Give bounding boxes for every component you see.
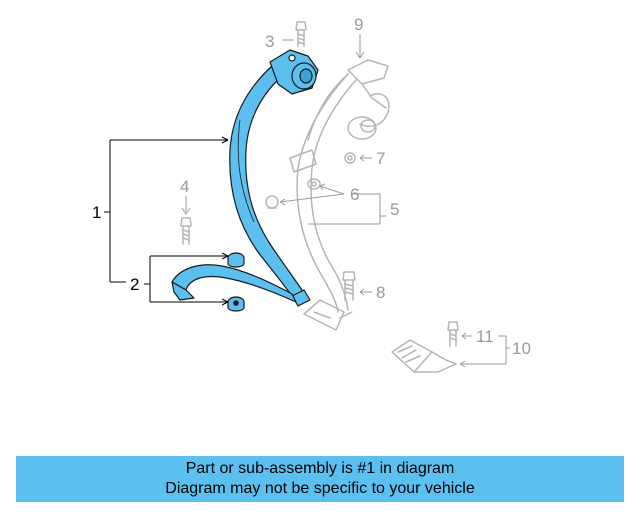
lower-anchor-strap — [171, 264, 297, 303]
lower-anchor-plate — [303, 299, 353, 331]
callout-3: 3 — [265, 32, 274, 51]
callout-5: 5 — [390, 200, 399, 219]
callout-4: 4 — [180, 177, 189, 196]
banner-line-part-number: Part or sub-assembly is #1 in diagram — [185, 460, 455, 477]
callout-10: 10 — [512, 339, 531, 358]
seat-belt-diagram: 1 2 3 4 5 6 7 8 9 10 11 — [92, 15, 531, 373]
bolt-8-part — [342, 271, 356, 301]
anchor-nut-lower — [227, 296, 245, 312]
retractor — [269, 49, 319, 95]
callout-9: 9 — [354, 15, 363, 34]
bolt-11-part — [447, 321, 459, 347]
callout-1: 1 — [92, 203, 101, 222]
leader-lines — [104, 34, 510, 368]
callout-8: 8 — [376, 283, 385, 302]
callout-2: 2 — [130, 275, 139, 294]
callout-7: 7 — [376, 149, 385, 168]
nut-7-part — [344, 152, 356, 164]
callout-6: 6 — [350, 185, 359, 204]
clip-6-parts — [265, 178, 321, 209]
info-banner: Part or sub-assembly is #1 in diagram Di… — [16, 456, 624, 502]
anchor-nut-upper — [227, 252, 245, 268]
buckle-10-part — [391, 339, 457, 373]
callout-labels: 1 2 3 4 5 6 7 8 9 10 11 — [92, 15, 531, 358]
callout-11: 11 — [476, 327, 494, 346]
bolt-4-part — [180, 217, 192, 245]
highlighted-belt-assembly — [171, 49, 319, 312]
banner-line-disclaimer: Diagram may not be specific to your vehi… — [165, 480, 475, 497]
upper-guide-part — [307, 59, 390, 141]
ghost-belt-part — [289, 73, 357, 313]
bolt-3-part — [295, 21, 307, 47]
ghost-parts — [180, 21, 459, 373]
